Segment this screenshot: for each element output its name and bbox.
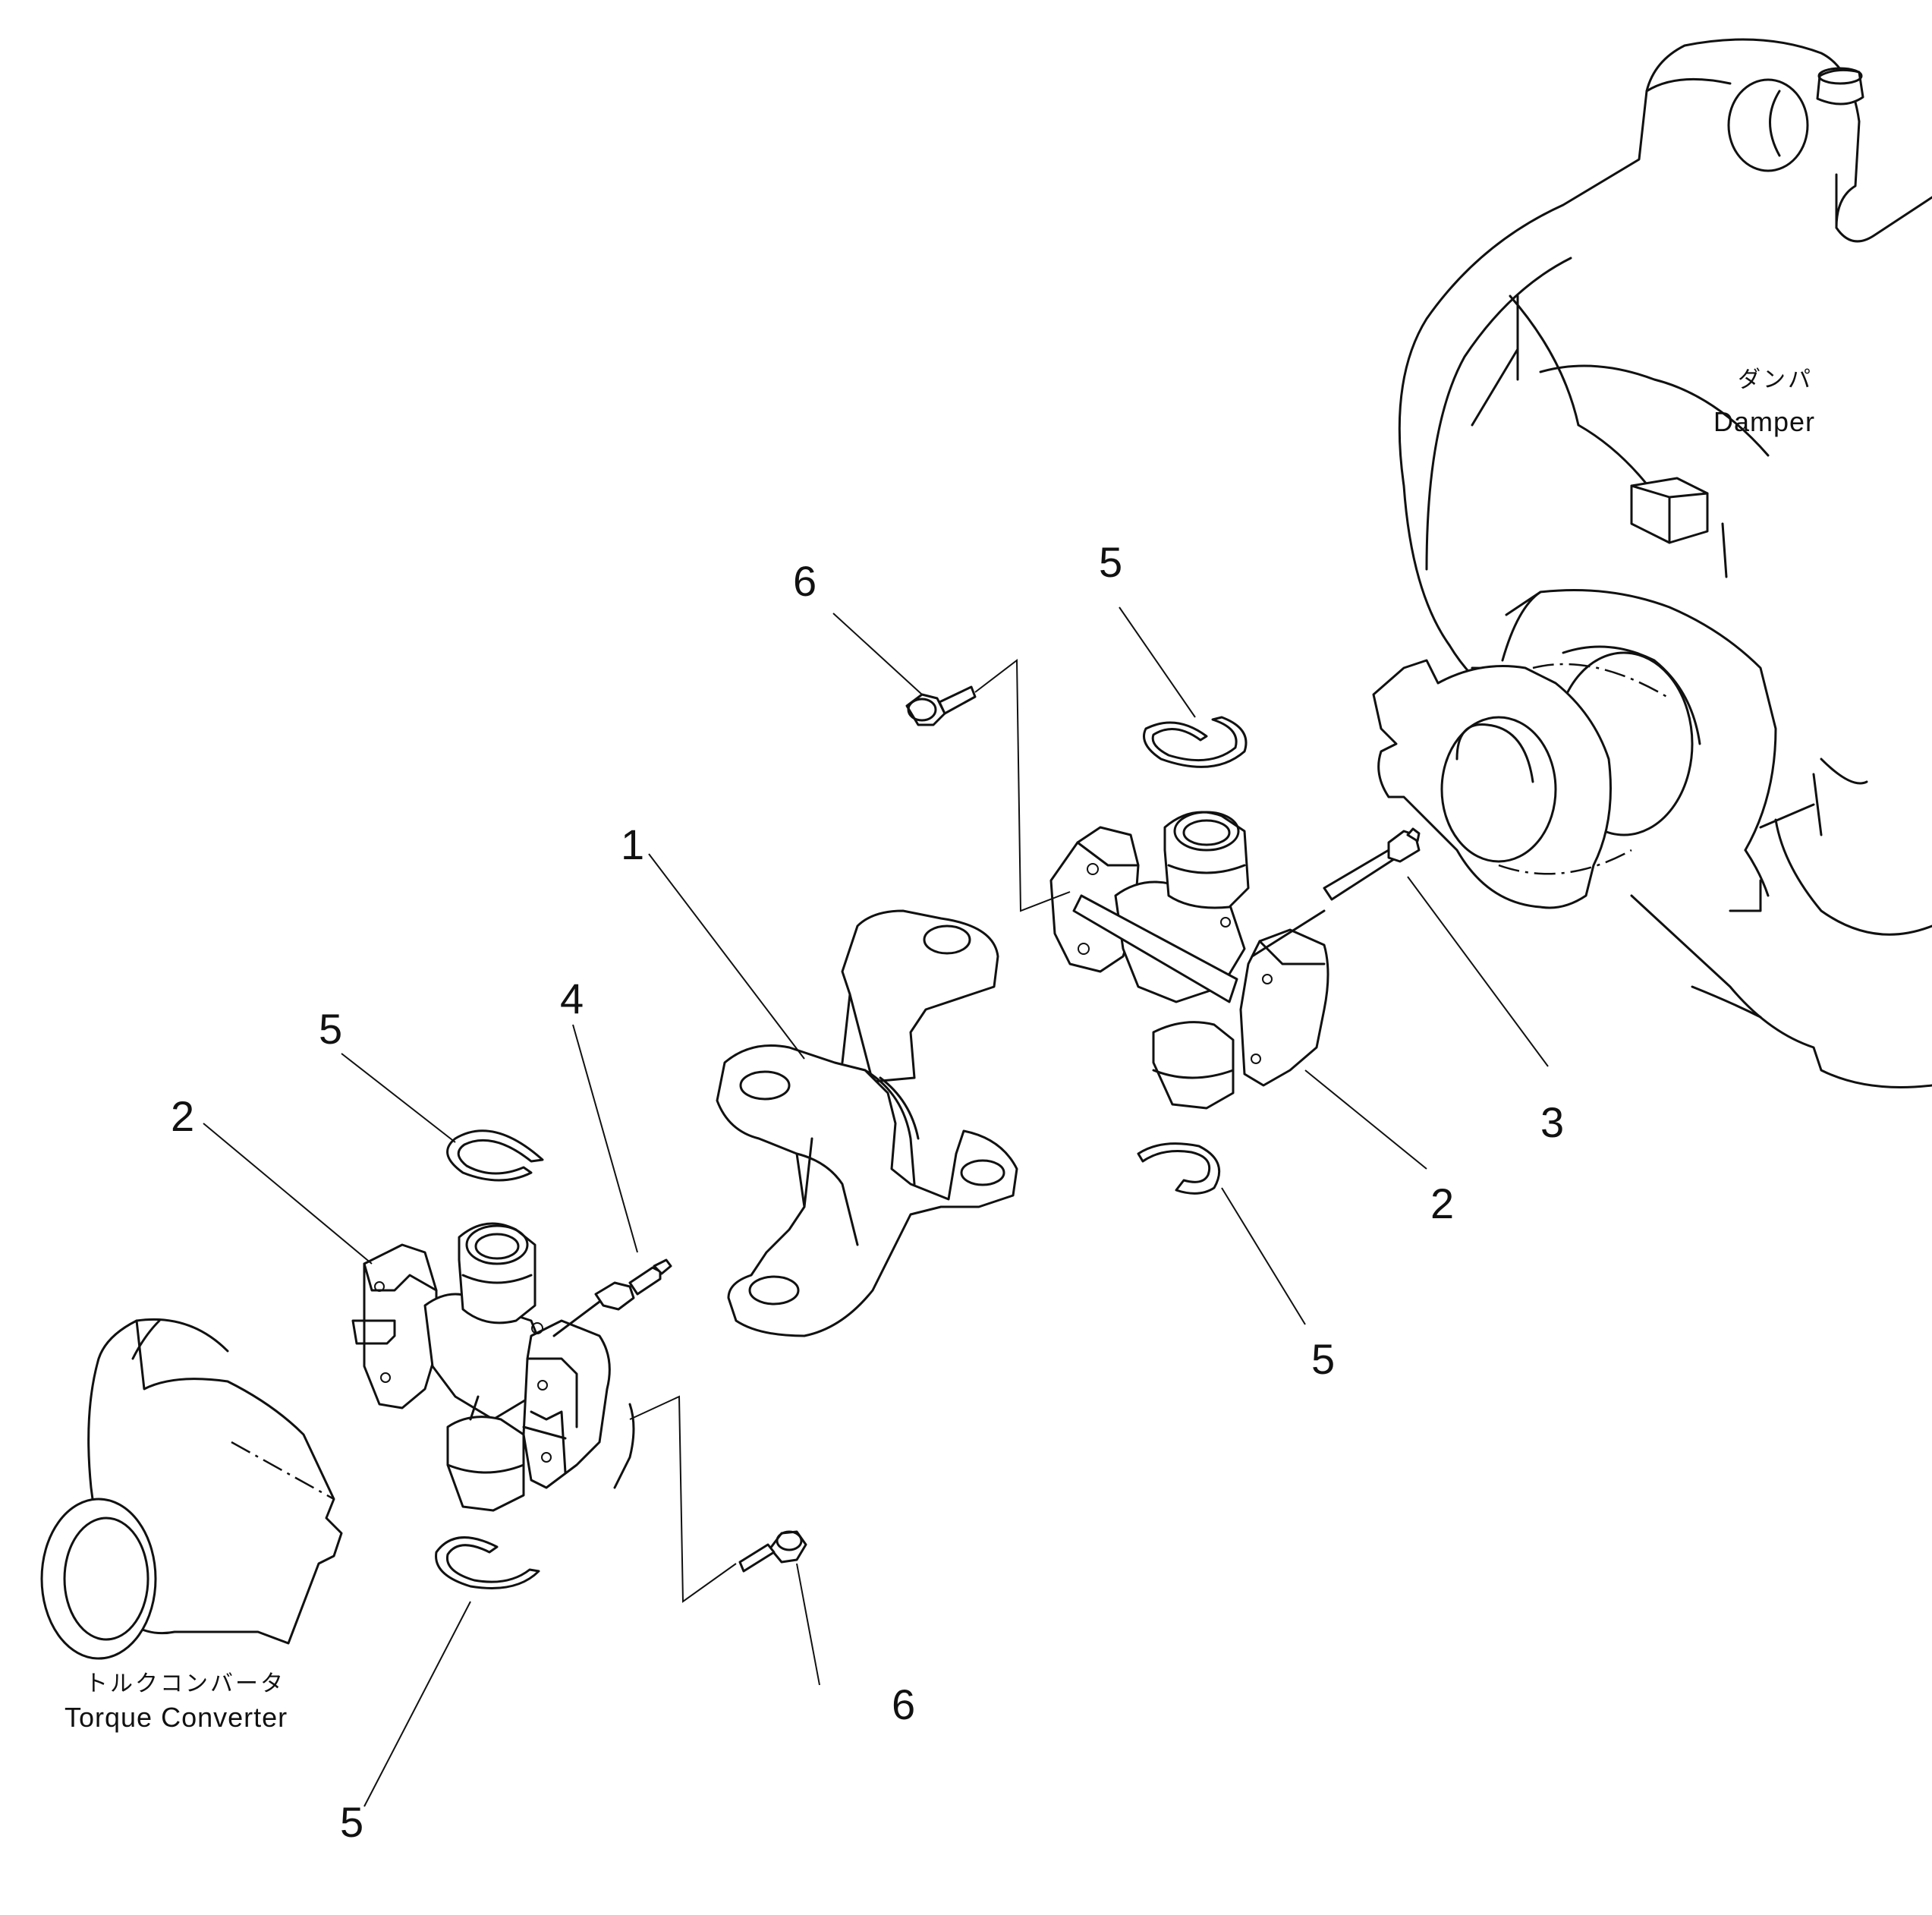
damper-label-en: Damper: [1713, 406, 1815, 437]
callout-1: 1: [621, 820, 644, 868]
callout-5-right-bottom: 5: [1311, 1335, 1335, 1383]
snap-rings: [435, 716, 1248, 1589]
callout-2-left: 2: [171, 1092, 194, 1140]
callout-6-bottom: 6: [892, 1680, 915, 1728]
grease-fitting-long: [1251, 827, 1421, 958]
callout-5-left-top: 5: [319, 1005, 342, 1053]
spider-left: [351, 1222, 635, 1512]
callout-5-right-top: 5: [1099, 538, 1122, 586]
slip-yoke: [716, 909, 1018, 1337]
callout-2-right: 2: [1430, 1180, 1454, 1227]
component-labels: ダンパ Damper トルクコンバータ Torque Converter: [65, 367, 1815, 1733]
callout-4: 4: [560, 975, 584, 1022]
callout-3: 3: [1540, 1098, 1564, 1146]
spider-right: [1049, 811, 1329, 1110]
torque-converter: [40, 1318, 343, 1660]
damper-label-jp: ダンパ: [1738, 367, 1813, 393]
callout-6-top: 6: [793, 557, 817, 605]
callout-numbers: 1 2 2 3 4 5 5 5 5 6 6: [171, 538, 1564, 1846]
output-flange: [1372, 659, 1670, 909]
assembly-lines: [203, 606, 1549, 1807]
torque-converter-label-en: Torque Converter: [65, 1702, 288, 1733]
torque-converter-label-jp: トルクコンバータ: [85, 1671, 285, 1697]
damper-housing: [1398, 38, 1932, 1088]
bolt-top: [905, 685, 977, 726]
bolt-bottom: [738, 1530, 807, 1573]
callout-5-left-bottom: 5: [340, 1798, 363, 1846]
grease-fitting-short: [552, 1258, 672, 1337]
